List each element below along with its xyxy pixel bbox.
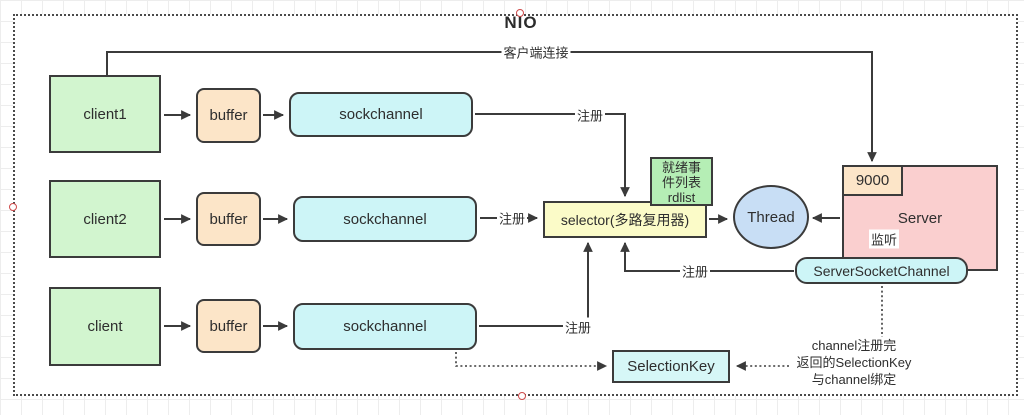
connection-handle-left[interactable] bbox=[9, 203, 17, 211]
buffer2-label: buffer bbox=[209, 210, 248, 228]
client2-node[interactable]: client2 bbox=[49, 180, 161, 258]
register-edge-label-ssc: 注册 bbox=[679, 261, 711, 281]
client3-label: client bbox=[87, 318, 123, 335]
connection-handle-bottom[interactable] bbox=[518, 392, 526, 400]
edge-sockchannel1-selector bbox=[475, 113, 630, 198]
edge-sockchannel3-selectionkey-dotted bbox=[455, 352, 608, 371]
sockchannel2-node[interactable]: sockchannel bbox=[293, 196, 477, 242]
connection-handle-top[interactable] bbox=[516, 9, 524, 17]
selection-key-note-line2: 返回的SelectionKey bbox=[796, 355, 912, 370]
selector-label: selector(多路复用器) bbox=[560, 211, 690, 228]
buffer2-node[interactable]: buffer bbox=[196, 192, 261, 246]
listen-edge-label: 监听 bbox=[868, 229, 900, 249]
selection-key-note: channel注册完 返回的SelectionKey 与channel绑定 bbox=[789, 337, 919, 388]
selection-key-label: SelectionKey bbox=[627, 358, 715, 375]
server-label: Server bbox=[897, 209, 943, 227]
ready-event-list-node[interactable]: 就绪事件列表rdlist bbox=[650, 157, 713, 206]
buffer3-label: buffer bbox=[209, 317, 248, 335]
selection-key-note-line1: channel注册完 bbox=[811, 338, 897, 353]
edge-sockchannel3-selector bbox=[479, 241, 593, 327]
buffer1-label: buffer bbox=[209, 107, 248, 124]
buffer3-node[interactable]: buffer bbox=[196, 299, 261, 353]
selection-key-note-line3: 与channel绑定 bbox=[811, 372, 897, 387]
sockchannel3-node[interactable]: sockchannel bbox=[293, 303, 477, 350]
server-socket-channel-node[interactable]: ServerSocketChannel bbox=[795, 257, 968, 284]
thread-node[interactable]: Thread bbox=[733, 185, 809, 249]
client3-node[interactable]: client bbox=[49, 287, 161, 366]
register-edge-label-1: 注册 bbox=[574, 105, 606, 125]
client-connection-edge-label: 客户端连接 bbox=[501, 42, 571, 62]
ready-event-list-name: rdlist bbox=[667, 190, 696, 205]
edge-client-connection bbox=[106, 51, 877, 163]
sockchannel2-label: sockchannel bbox=[343, 210, 427, 228]
register-edge-label-3: 注册 bbox=[562, 317, 594, 337]
diagram-title: NIO bbox=[504, 13, 538, 32]
client2-label: client2 bbox=[83, 210, 127, 228]
sockchannel1-label: sockchannel bbox=[339, 106, 423, 123]
ready-event-list-label: 就绪事件列表 bbox=[661, 160, 701, 190]
sockchannel1-node[interactable]: sockchannel bbox=[289, 92, 473, 137]
buffer1-node[interactable]: buffer bbox=[196, 88, 261, 143]
register-edge-label-2: 注册 bbox=[496, 208, 528, 228]
client1-node[interactable]: client1 bbox=[49, 75, 161, 153]
selector-node[interactable]: selector(多路复用器) bbox=[543, 201, 707, 238]
sockchannel3-label: sockchannel bbox=[343, 318, 427, 335]
edge-serversocketchannel-selector bbox=[620, 241, 794, 272]
selection-key-node[interactable]: SelectionKey bbox=[612, 350, 730, 383]
server-socket-channel-label: ServerSocketChannel bbox=[813, 262, 950, 279]
server-port-label: 9000 bbox=[855, 172, 890, 189]
server-port-node[interactable]: 9000 bbox=[842, 165, 903, 196]
thread-label: Thread bbox=[747, 208, 795, 226]
client1-label: client1 bbox=[83, 105, 127, 123]
